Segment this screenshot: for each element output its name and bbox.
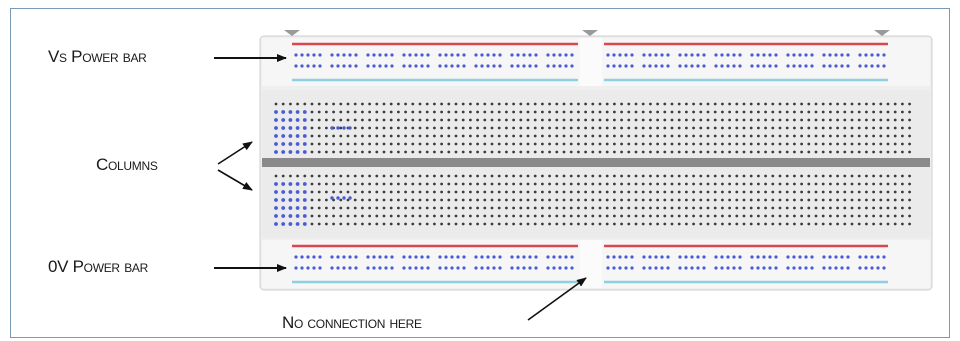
- mounting-notch-right: [874, 30, 890, 36]
- no-connection-label: No connection here: [282, 313, 422, 332]
- center-channel: [262, 158, 930, 167]
- lower-ellipsis-dots: [330, 196, 352, 200]
- power-bar-gap-bottom: [580, 240, 602, 288]
- columns-arrow-lower: [217, 169, 253, 191]
- vs-power-bar-label: Vs Power bar: [48, 47, 147, 66]
- ov-power-bar-label: 0V Power bar: [48, 257, 148, 276]
- power-bar-gap-top: [580, 38, 602, 86]
- mounting-notch-left: [284, 30, 300, 36]
- columns-label: Columns: [96, 155, 158, 174]
- mounting-notch-middle: [582, 30, 598, 36]
- columns-arrow-upper: [217, 141, 253, 165]
- no-connection-arrow: [527, 277, 587, 321]
- terminal-holes: [274, 102, 911, 226]
- upper-ellipsis-dots: [330, 126, 352, 130]
